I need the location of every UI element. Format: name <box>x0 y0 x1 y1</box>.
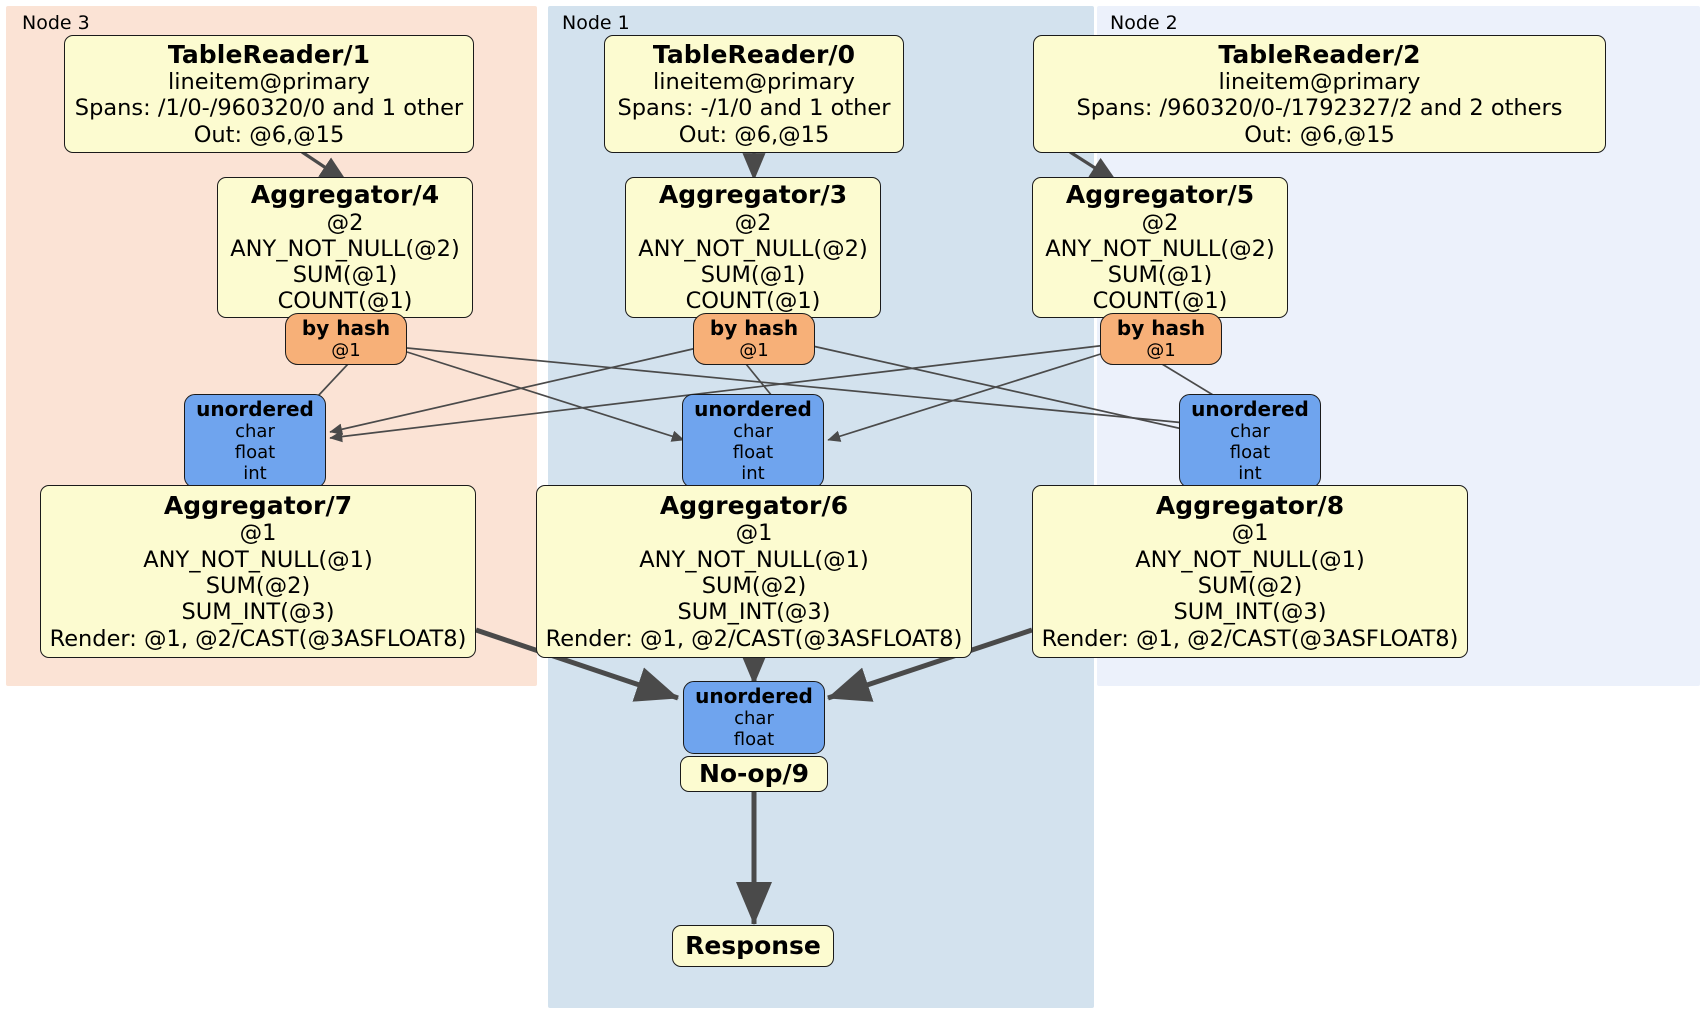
stream-line: int <box>243 463 267 485</box>
node-title: TableReader/2 <box>1218 39 1421 69</box>
stream-line: char <box>235 421 275 443</box>
processor-aggregator-4[interactable]: Aggregator/4 @2 ANY_NOT_NULL(@2) SUM(@1)… <box>217 177 473 318</box>
node-line: lineitem@primary <box>653 69 855 96</box>
node-line: Spans: /1/0-/960320/0 and 1 other <box>74 95 464 122</box>
node-line: ANY_NOT_NULL(@1) <box>1135 546 1365 573</box>
node-line: Render: @1, @2/CAST(@3ASFLOAT8) <box>545 625 963 652</box>
stream-line: float <box>1229 442 1271 464</box>
stream-unordered-node1[interactable]: unordered char float int <box>682 394 824 488</box>
stream-line: char <box>734 708 774 730</box>
router-line: @1 <box>1146 340 1176 362</box>
node-title: Aggregator/3 <box>658 180 848 210</box>
node-title: Aggregator/7 <box>163 491 353 521</box>
node-line: SUM_INT(@3) <box>181 599 335 626</box>
stream-title: unordered <box>1191 396 1309 421</box>
node-line: ANY_NOT_NULL(@2) <box>638 235 868 262</box>
router-line: @1 <box>331 340 361 362</box>
router-line: @1 <box>739 340 769 362</box>
node-line: @1 <box>239 520 277 547</box>
node-line: ANY_NOT_NULL(@1) <box>639 546 869 573</box>
processor-aggregator-8[interactable]: Aggregator/8 @1 ANY_NOT_NULL(@1) SUM(@2)… <box>1032 485 1468 658</box>
router-by-hash-node1[interactable]: by hash @1 <box>693 313 815 365</box>
node-line: COUNT(@1) <box>685 288 821 315</box>
node-line: Out: @6,@15 <box>1244 121 1395 148</box>
node-line: lineitem@primary <box>1218 69 1421 96</box>
stream-line: char <box>733 421 773 443</box>
stream-line: float <box>234 442 276 464</box>
node-title: Aggregator/4 <box>250 180 440 210</box>
node-line: @2 <box>734 209 772 236</box>
node-line: SUM(@1) <box>700 262 806 289</box>
node-title: Aggregator/5 <box>1065 180 1255 210</box>
stream-line: float <box>733 729 775 751</box>
stream-title: unordered <box>695 683 813 708</box>
node-line: Render: @1, @2/CAST(@3ASFLOAT8) <box>1041 625 1459 652</box>
stream-unordered-node3[interactable]: unordered char float int <box>184 394 326 488</box>
router-title: by hash <box>1116 315 1206 340</box>
processor-aggregator-3[interactable]: Aggregator/3 @2 ANY_NOT_NULL(@2) SUM(@1)… <box>625 177 881 318</box>
node-title: Response <box>685 931 821 961</box>
processor-tablereader-2[interactable]: TableReader/2 lineitem@primary Spans: /9… <box>1033 35 1606 153</box>
node-line: @2 <box>1141 209 1179 236</box>
node-line: ANY_NOT_NULL(@2) <box>230 235 460 262</box>
node-line: Out: @6,@15 <box>193 121 345 148</box>
node-title: TableReader/0 <box>652 39 856 69</box>
node-line: @2 <box>326 209 364 236</box>
router-by-hash-node2[interactable]: by hash @1 <box>1100 313 1222 365</box>
processor-response[interactable]: Response <box>672 925 834 967</box>
processor-tablereader-1[interactable]: TableReader/1 lineitem@primary Spans: /1… <box>64 35 474 153</box>
node-line: SUM_INT(@3) <box>1173 599 1327 626</box>
cluster-label-node-1: Node 1 <box>562 12 630 34</box>
stream-unordered-final[interactable]: unordered char float <box>683 681 825 754</box>
node-line: Spans: -/1/0 and 1 other <box>617 95 891 122</box>
node-line: SUM(@2) <box>205 572 311 599</box>
node-title: Aggregator/8 <box>1155 491 1345 521</box>
node-line: Out: @6,@15 <box>678 121 830 148</box>
stream-line: int <box>1238 463 1262 485</box>
processor-aggregator-5[interactable]: Aggregator/5 @2 ANY_NOT_NULL(@2) SUM(@1)… <box>1032 177 1288 318</box>
node-title: No-op/9 <box>698 759 810 789</box>
stream-line: float <box>732 442 774 464</box>
stream-line: char <box>1230 421 1270 443</box>
processor-tablereader-0[interactable]: TableReader/0 lineitem@primary Spans: -/… <box>604 35 904 153</box>
router-title: by hash <box>301 315 391 340</box>
node-title: TableReader/1 <box>167 39 371 69</box>
cluster-label-node-2: Node 2 <box>1110 12 1178 34</box>
stream-title: unordered <box>196 396 314 421</box>
node-line: COUNT(@1) <box>277 288 413 315</box>
processor-aggregator-6[interactable]: Aggregator/6 @1 ANY_NOT_NULL(@1) SUM(@2)… <box>536 485 972 658</box>
node-line: COUNT(@1) <box>1092 288 1228 315</box>
node-line: SUM(@1) <box>292 262 398 289</box>
node-line: @1 <box>735 520 773 547</box>
stream-line: int <box>741 463 765 485</box>
node-line: Spans: /960320/0-/1792327/2 and 2 others <box>1076 95 1563 122</box>
node-line: ANY_NOT_NULL(@1) <box>143 546 373 573</box>
node-line: SUM(@1) <box>1107 262 1213 289</box>
node-line: ANY_NOT_NULL(@2) <box>1045 235 1275 262</box>
router-by-hash-node3[interactable]: by hash @1 <box>285 313 407 365</box>
processor-no-op-9[interactable]: No-op/9 <box>680 756 828 792</box>
node-line: @1 <box>1231 520 1269 547</box>
node-line: Render: @1, @2/CAST(@3ASFLOAT8) <box>49 625 467 652</box>
stream-title: unordered <box>694 396 812 421</box>
stream-unordered-node2[interactable]: unordered char float int <box>1179 394 1321 488</box>
node-line: SUM(@2) <box>701 572 807 599</box>
node-line: lineitem@primary <box>168 69 370 96</box>
processor-aggregator-7[interactable]: Aggregator/7 @1 ANY_NOT_NULL(@1) SUM(@2)… <box>40 485 476 658</box>
cluster-label-node-3: Node 3 <box>22 12 90 34</box>
node-line: SUM_INT(@3) <box>677 599 831 626</box>
node-title: Aggregator/6 <box>659 491 849 521</box>
node-line: SUM(@2) <box>1197 572 1303 599</box>
router-title: by hash <box>709 315 799 340</box>
